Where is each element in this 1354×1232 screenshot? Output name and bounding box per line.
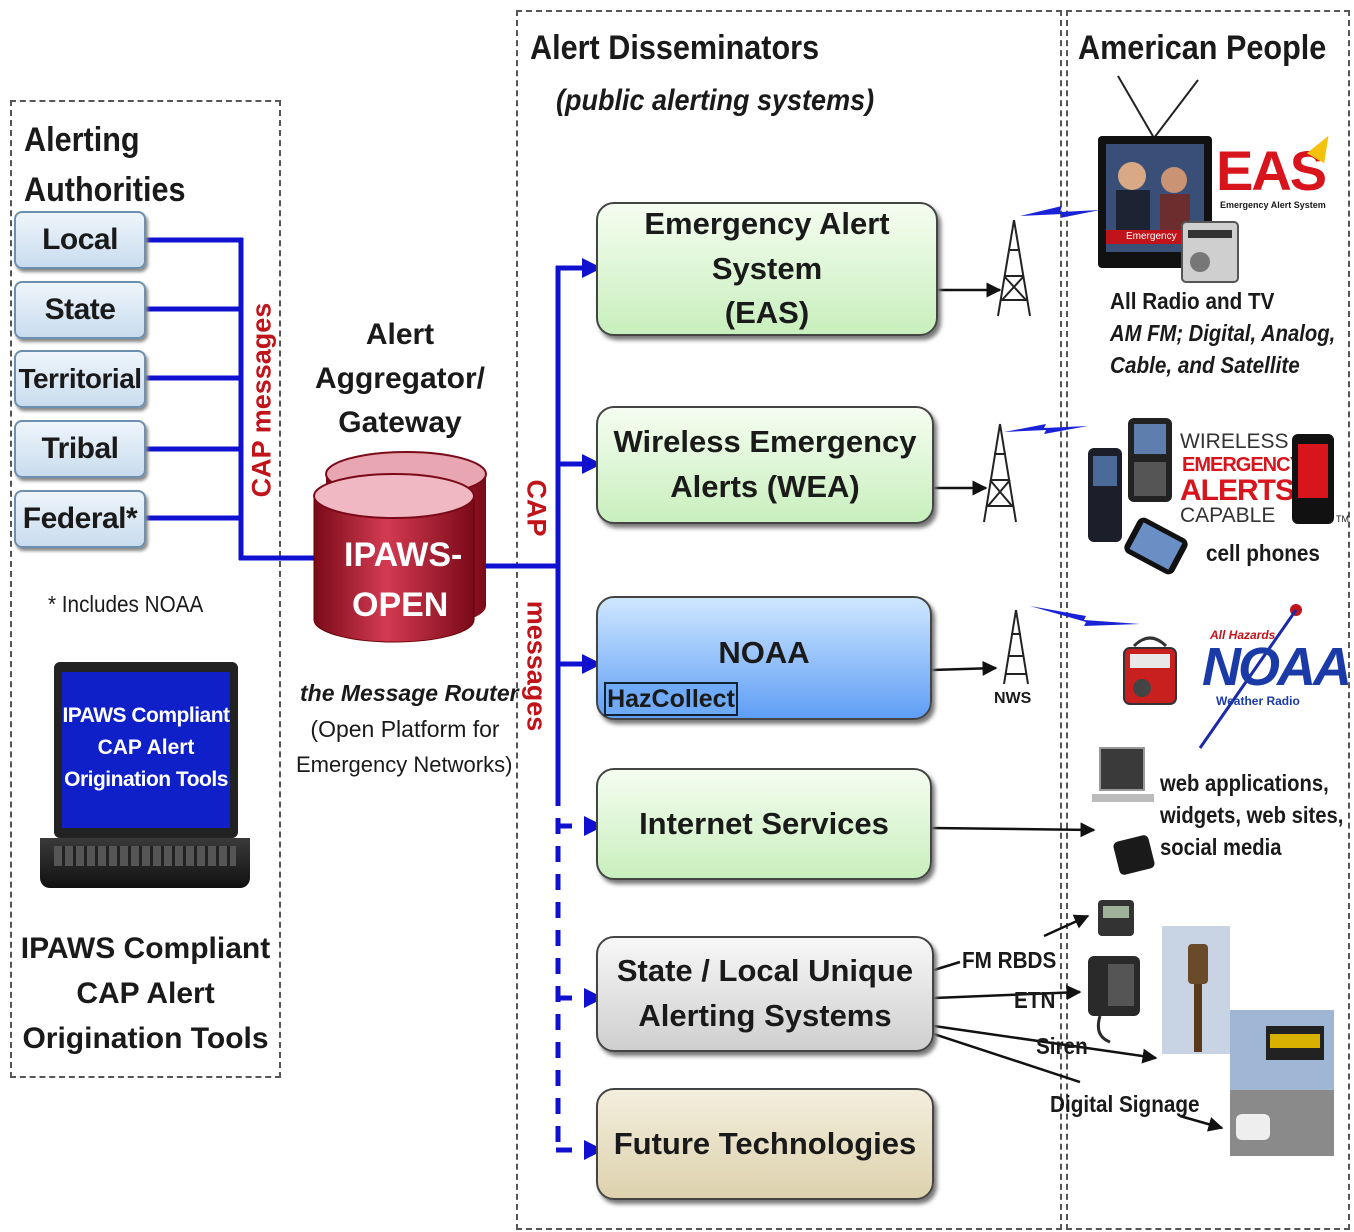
eas-logo-subtitle: Emergency Alert System	[1220, 200, 1326, 210]
hazcollect-label: HazCollect	[607, 685, 735, 713]
wea-logo-line-4: CAPABLE	[1180, 504, 1276, 527]
state-local-box[interactable]: State / Local Unique Alerting Systems	[596, 936, 934, 1052]
laptop-keyboard	[40, 838, 250, 888]
noaa-all-hazards: All Hazards	[1210, 628, 1276, 642]
eas-logo: EAS	[1216, 139, 1327, 202]
digital-signage-label: Digital Signage	[1050, 1091, 1200, 1117]
fm-rbds-label: FM RBDS	[962, 947, 1057, 973]
internet-services-label: Internet Services	[639, 805, 889, 841]
internet-services-box[interactable]: Internet Services	[596, 768, 932, 880]
authority-state[interactable]: State	[14, 281, 146, 339]
siren-label: Siren	[1036, 1033, 1088, 1059]
authorities-title-line-2: Authorities	[24, 171, 186, 209]
aggregator-title-line-2: Aggregator/	[314, 362, 485, 395]
radio-tv-line-1: All Radio and TV	[1110, 288, 1275, 314]
includes-noaa-footnote: * Includes NOAA	[48, 591, 204, 617]
wea-phone-logo-icon	[1292, 434, 1334, 524]
ipaws-db-line-1: IPAWS-	[344, 536, 463, 574]
wea-box-label: Wireless Emergency Alerts (WEA)	[613, 424, 917, 504]
laptop-screen-line-1: IPAWS Compliant	[62, 704, 230, 727]
noaa-weather-radio-sub: Weather Radio	[1216, 694, 1300, 708]
laptop-screen	[62, 672, 230, 828]
cell-phones-label: cell phones	[1206, 540, 1320, 566]
authority-local[interactable]: Local	[14, 211, 146, 269]
output-arrows	[931, 282, 1224, 1132]
american-people-title: American People	[1078, 29, 1327, 67]
hazcollect-box[interactable]: HazCollect	[604, 682, 738, 716]
disseminators-subtitle: (public alerting systems)	[556, 84, 875, 117]
authority-federal[interactable]: Federal*	[14, 490, 146, 548]
origination-tools-line-2: CAP Alert	[76, 977, 215, 1010]
alerting-authorities-panel	[10, 100, 281, 1078]
authority-connectors	[146, 237, 318, 561]
american-people-panel	[1066, 10, 1350, 1230]
disseminators-title: Alert Disseminators	[530, 29, 820, 67]
web-line-1: web applications,	[1160, 770, 1329, 796]
ipaws-db-line-2: OPEN	[352, 586, 449, 624]
wea-logo-line-3: ALERTS	[1180, 474, 1295, 507]
origination-tools-line-3: Origination Tools	[22, 1022, 269, 1055]
origination-tools-line-1: IPAWS Compliant	[20, 932, 271, 965]
aggregator-title-line-3: Gateway	[338, 406, 462, 439]
laptop-screen-line-3: Origination Tools	[64, 768, 228, 791]
aggregator-title-line-1: Alert	[365, 318, 435, 351]
future-technologies-label: Future Technologies	[613, 1125, 917, 1161]
laptop-screen-line-2: CAP Alert	[97, 736, 195, 759]
web-line-3: social media	[1160, 834, 1282, 860]
broadcast-tower-icons	[983, 219, 1031, 685]
signal-bolt-icons	[1004, 206, 1140, 626]
message-router-line-1: the Message Router	[300, 680, 519, 706]
wea-trademark: TM	[1336, 514, 1349, 524]
alert-disseminators-panel	[516, 10, 1062, 1230]
radio-tv-line-2: AM FM; Digital, Analog,	[1110, 320, 1336, 346]
radio-tv-line-3: Cable, and Satellite	[1110, 352, 1300, 378]
tv-emergency-caption: Emergency	[1126, 231, 1177, 242]
eas-box[interactable]: Emergency Alert System (EAS)	[596, 202, 938, 336]
authorities-title-line-1: Alerting	[24, 121, 140, 159]
message-router-line-2: (Open Platform for	[310, 716, 500, 742]
web-line-2: widgets, web sites,	[1160, 802, 1344, 828]
laptop-image: IPAWS Compliant CAP Alert Origination To…	[54, 662, 238, 838]
authority-territorial[interactable]: Territorial	[14, 350, 146, 408]
noaa-weather-radio-logo: NOAA	[1202, 637, 1352, 697]
noaa-box[interactable]: NOAA HazCollect	[596, 596, 932, 720]
message-router-line-3: Emergency Networks)	[296, 752, 513, 777]
nws-label: NWS	[994, 690, 1032, 707]
wea-box[interactable]: Wireless Emergency Alerts (WEA)	[596, 406, 934, 524]
wea-logo-line-2: EMERGENCY	[1182, 454, 1303, 476]
etn-label: ETN	[1014, 987, 1056, 1013]
future-technologies-box[interactable]: Future Technologies	[596, 1088, 934, 1200]
authority-tribal[interactable]: Tribal	[14, 420, 146, 478]
noaa-box-label: NOAA	[718, 634, 810, 670]
wea-logo-line-1: WIRELESS	[1180, 430, 1289, 453]
eas-box-label: Emergency Alert System (EAS)	[644, 205, 890, 331]
disseminator-connectors	[486, 258, 602, 790]
state-local-label: State / Local Unique Alerting Systems	[616, 953, 914, 1033]
